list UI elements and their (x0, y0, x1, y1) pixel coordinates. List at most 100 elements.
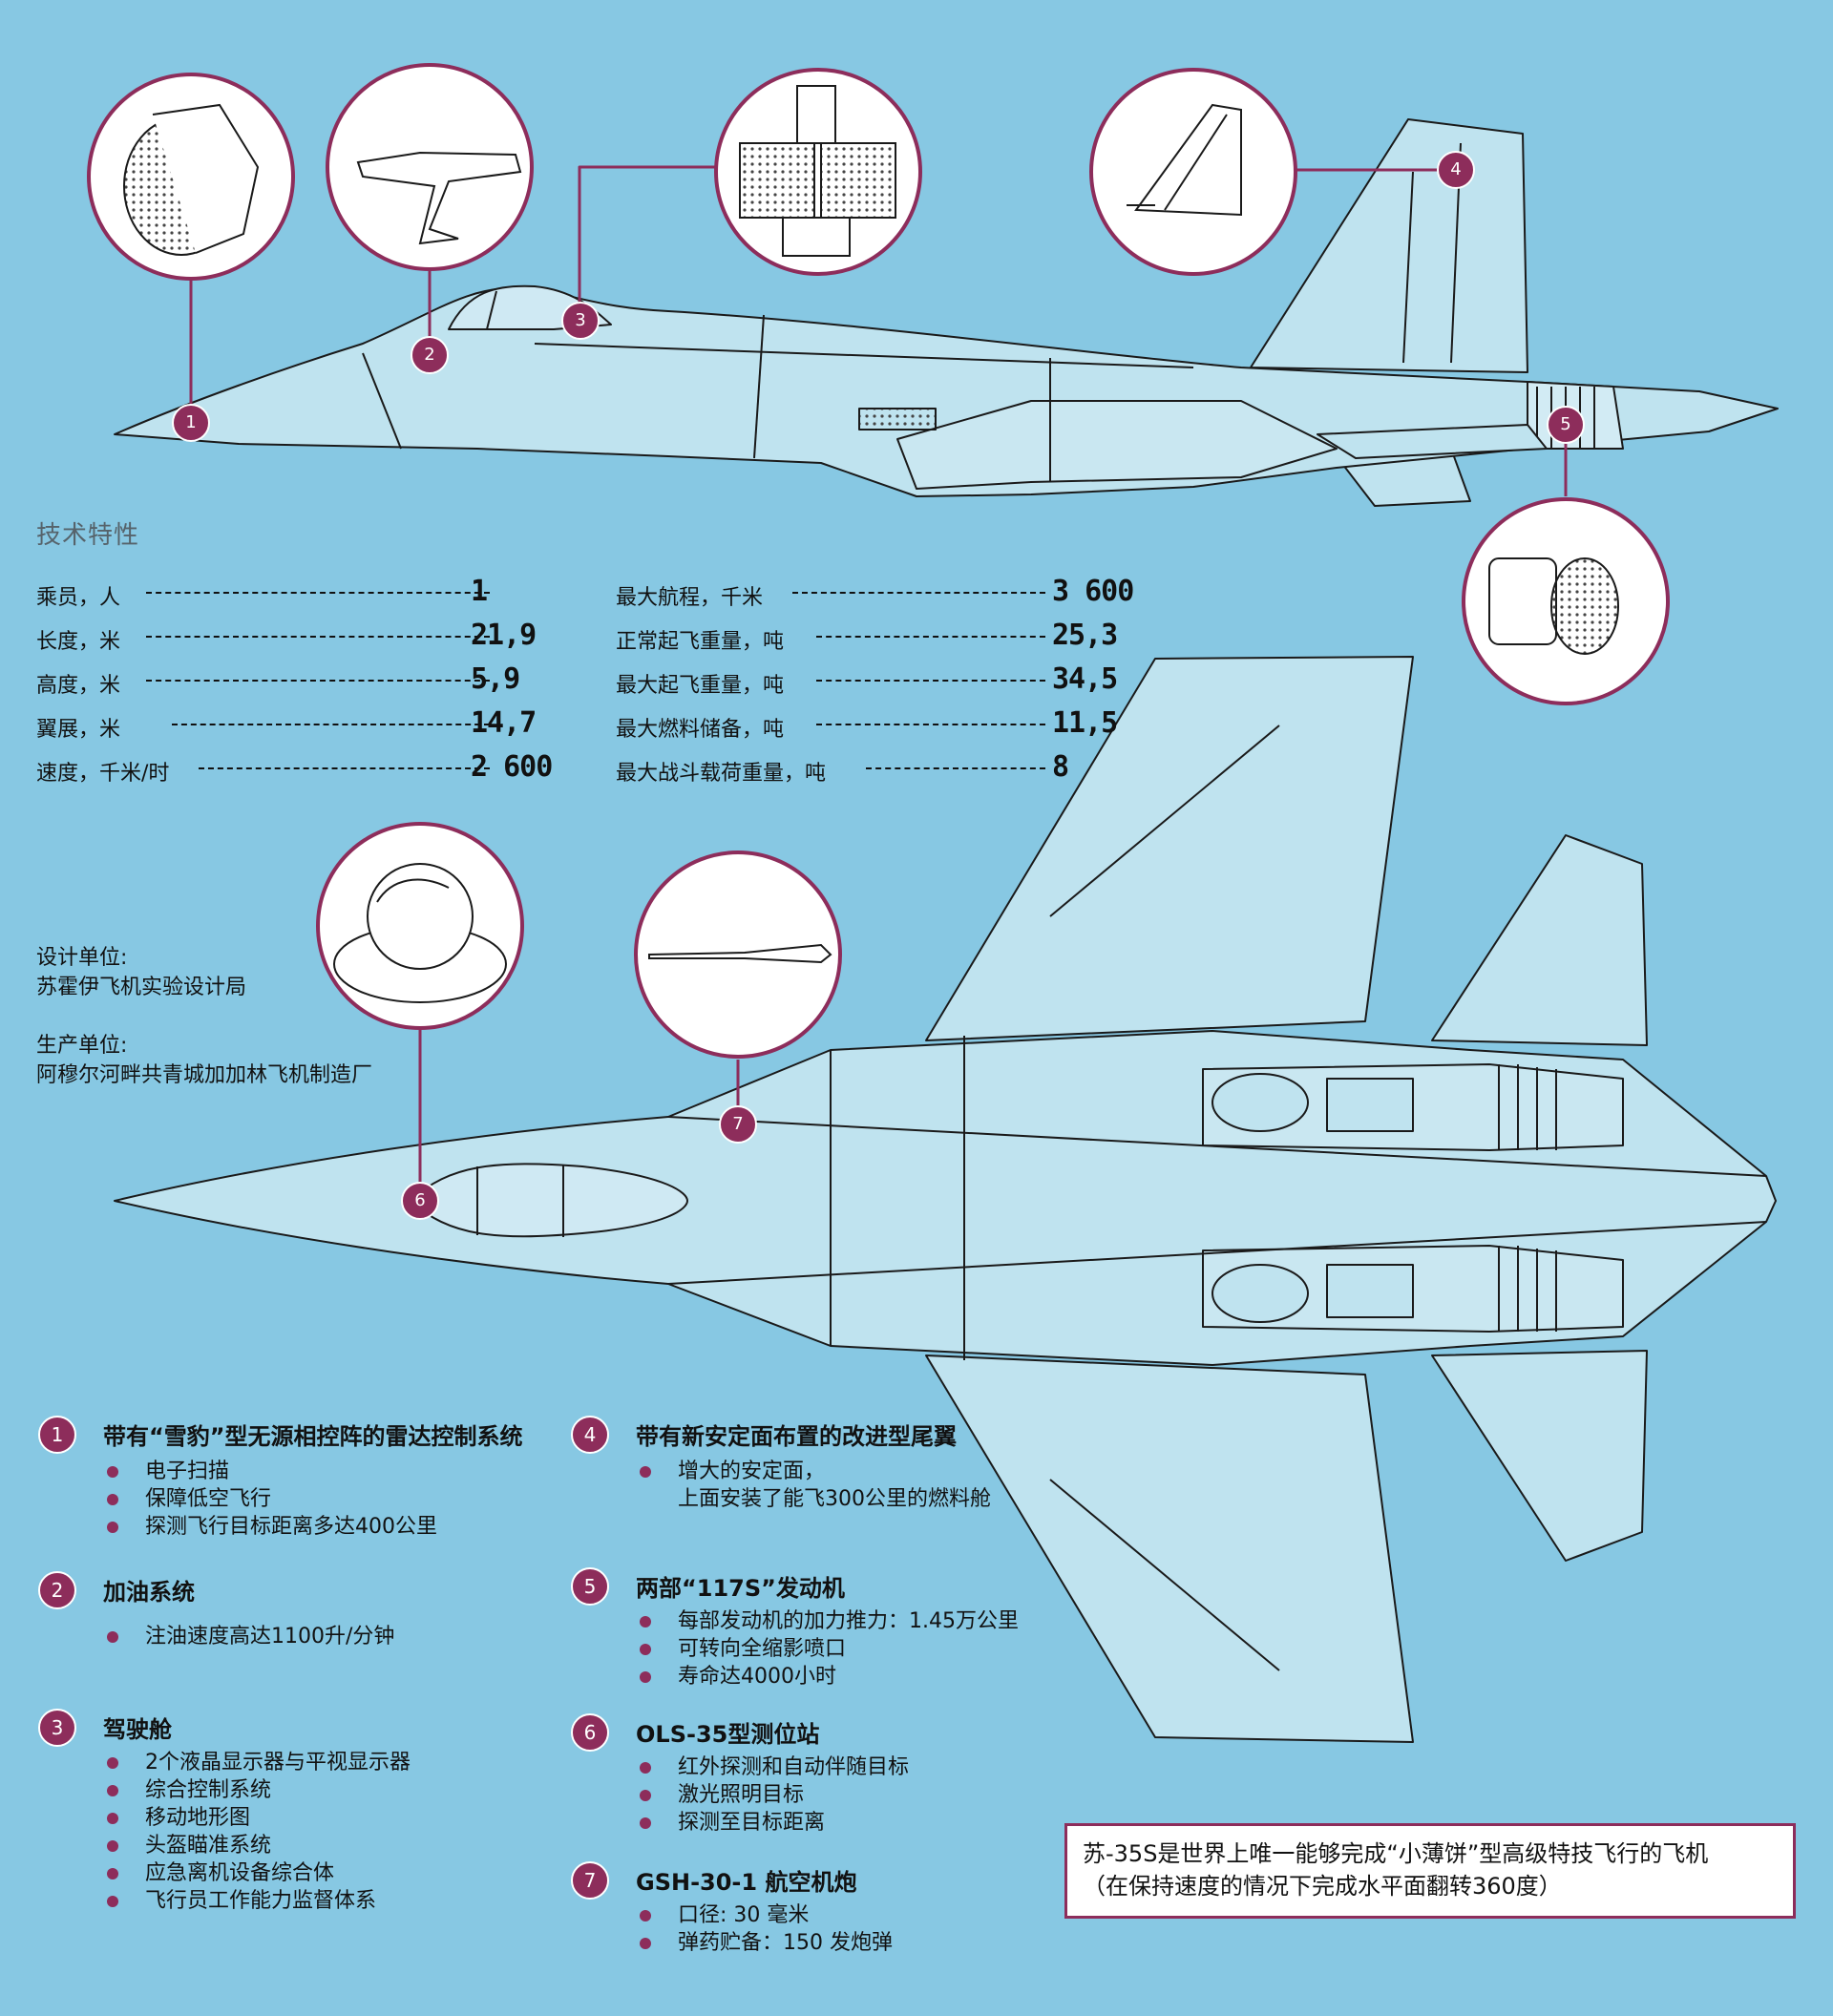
spec-row: 速度，千米/时 2 600 (36, 750, 553, 788)
feature-item: 增大的安定面， (636, 1458, 991, 1485)
spec-value: 25,3 (1052, 619, 1118, 652)
marker-4: 4 (1437, 151, 1475, 189)
feature-list: 红外探测和自动伴随目标 激光照明目标 探测至目标距离 (636, 1754, 909, 1837)
feature-title: 加油系统 (103, 1579, 195, 1606)
side-view (114, 118, 1779, 507)
feature-list: 2个液晶显示器与平视显示器 综合控制系统 移动地形图 头盔瞄准系统 应急离机设备… (103, 1749, 411, 1915)
specs-title: 技术特性 (36, 521, 140, 550)
feature-title: 带有新安定面布置的改进型尾翼 (636, 1423, 957, 1450)
feature-item: 综合控制系统 (103, 1776, 411, 1804)
spec-leader (866, 767, 1045, 769)
spec-value: 2 600 (471, 750, 553, 784)
spec-value: 21,9 (471, 619, 537, 652)
feature-number: 6 (571, 1713, 609, 1752)
marker-3-label: 3 (575, 310, 586, 330)
designer-value: 苏霍伊飞机实验设计局 (36, 976, 247, 999)
spec-leader (146, 592, 490, 594)
spec-row: 翼展，米 14,7 (36, 706, 552, 745)
feature-item: 探测至目标距离 (636, 1809, 909, 1837)
spec-value: 8 (1052, 750, 1069, 784)
spec-value: 5,9 (471, 662, 520, 696)
feature-item: 红外探测和自动伴随目标 (636, 1754, 909, 1781)
feature-number: 4 (571, 1416, 609, 1454)
marker-2: 2 (411, 336, 449, 374)
spec-row: 高度，米 5,9 (36, 662, 552, 701)
spec-label: 最大战斗载荷重量，吨 (616, 762, 827, 786)
feature-number: 3 (38, 1709, 76, 1747)
spec-value: 14,7 (471, 706, 537, 740)
producer-value: 阿穆尔河畔共青城加加林飞机制造厂 (36, 1063, 373, 1087)
spec-row: 最大战斗载荷重量，吨 8 (616, 750, 1150, 788)
feature-number: 7 (571, 1861, 609, 1900)
spec-leader (816, 724, 1045, 725)
feature-number: 2 (38, 1571, 76, 1609)
feature-item: 寿命达4000小时 (636, 1663, 1019, 1690)
spec-label: 最大航程，千米 (616, 586, 764, 610)
marker-5: 5 (1547, 406, 1585, 444)
designer-info: 设计单位: 苏霍伊飞机实验设计局 (36, 943, 246, 1002)
feature-item: 探测飞行目标距离多达400公里 (103, 1513, 437, 1541)
spec-leader (146, 680, 490, 682)
spec-row: 正常起飞重量，吨 25,3 (616, 619, 1150, 657)
spec-label: 最大燃料储备，吨 (616, 718, 785, 742)
feature-item: 保障低空飞行 (103, 1485, 437, 1513)
spec-leader (792, 592, 1045, 594)
marker-4-label: 4 (1450, 159, 1462, 179)
spec-label: 高度，米 (36, 674, 121, 698)
spec-row: 最大航程，千米 3 600 (616, 575, 1150, 613)
spec-leader (816, 636, 1045, 638)
marker-5-label: 5 (1560, 414, 1571, 434)
marker-3: 3 (561, 302, 600, 340)
feature-list: 每部发动机的加力推力：1.45万公里 可转向全缩影喷口 寿命达4000小时 (636, 1607, 1019, 1690)
feature-item: 应急离机设备综合体 (103, 1859, 411, 1887)
feature-item: 2个液晶显示器与平视显示器 (103, 1749, 411, 1776)
feature-title: OLS-35型测位站 (636, 1721, 820, 1748)
feature-item: 可转向全缩影喷口 (636, 1635, 1019, 1663)
spec-value: 3 600 (1052, 575, 1134, 608)
feature-list: 口径: 30 毫米 弹药贮备：150 发炮弹 (636, 1901, 893, 1957)
marker-1-label: 1 (185, 412, 197, 432)
spec-label: 最大起飞重量，吨 (616, 674, 785, 698)
feature-list: 电子扫描 保障低空飞行 探测飞行目标距离多达400公里 (103, 1458, 437, 1541)
note-line-2: （在保持速度的情况下完成水平面翻转360度） (1083, 1873, 1562, 1900)
spec-leader (816, 680, 1045, 682)
marker-7: 7 (719, 1105, 757, 1144)
marker-2-label: 2 (424, 345, 435, 365)
feature-title: 驾驶舱 (103, 1716, 172, 1743)
feature-item: 移动地形图 (103, 1804, 411, 1832)
marker-6: 6 (401, 1182, 439, 1220)
producer-info: 生产单位: 阿穆尔河畔共青城加加林飞机制造厂 (36, 1031, 372, 1090)
marker-7-label: 7 (732, 1114, 744, 1134)
note-box: 苏-35S是世界上唯一能够完成“小薄饼”型高级特技飞行的飞机 （在保持速度的情况… (1064, 1823, 1796, 1919)
feature-item: 注油速度高达1100升/分钟 (103, 1623, 394, 1650)
feature-title: 两部“117S”发动机 (636, 1575, 845, 1602)
designer-label: 设计单位: (36, 946, 128, 970)
feature-item: 激光照明目标 (636, 1781, 909, 1809)
spec-leader (199, 767, 490, 769)
spec-label: 速度，千米/时 (36, 762, 170, 786)
spec-row: 最大起飞重量，吨 34,5 (616, 662, 1150, 701)
feature-number: 1 (38, 1416, 76, 1454)
spec-label: 乘员，人 (36, 586, 121, 610)
marker-6-label: 6 (414, 1190, 426, 1210)
top-view (114, 656, 1777, 1743)
spec-row: 乘员，人 1 (36, 575, 552, 613)
producer-label: 生产单位: (36, 1034, 128, 1058)
spec-label: 正常起飞重量，吨 (616, 630, 785, 654)
marker-1: 1 (172, 404, 210, 442)
cockpit-detail-circle (714, 68, 922, 276)
spec-value: 1 (471, 575, 488, 608)
note-line-1: 苏-35S是世界上唯一能够完成“小薄饼”型高级特技飞行的飞机 (1083, 1840, 1709, 1867)
spec-value: 11,5 (1052, 706, 1118, 740)
feature-item: 飞行员工作能力监督体系 (103, 1887, 411, 1915)
feature-number: 5 (571, 1567, 609, 1606)
spec-label: 翼展，米 (36, 718, 121, 742)
spec-leader (172, 724, 490, 725)
feature-title: 带有“雪豹”型无源相控阵的雷达控制系统 (103, 1423, 523, 1450)
feature-title: GSH-30-1 航空机炮 (636, 1869, 857, 1896)
feature-list: 增大的安定面， 上面安装了能飞300公里的燃料舱 (636, 1458, 991, 1513)
spec-leader (146, 636, 490, 638)
spec-row: 最大燃料储备，吨 11,5 (616, 706, 1150, 745)
feature-item: 电子扫描 (103, 1458, 437, 1485)
